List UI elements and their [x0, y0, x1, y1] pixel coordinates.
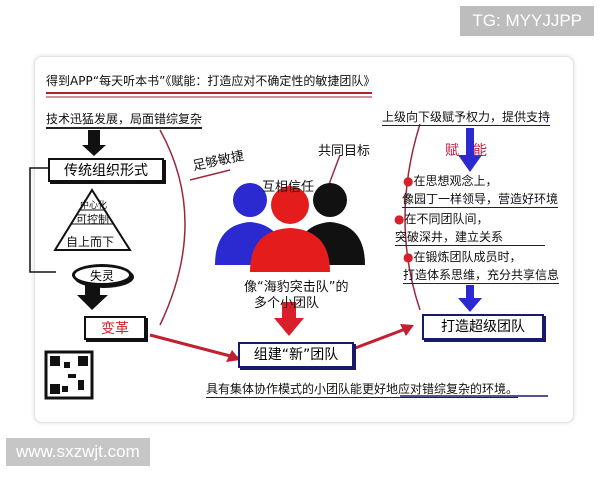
point-1-line1: ●在思想观念上， [403, 174, 498, 188]
qr-code-icon [44, 350, 94, 400]
trait-goal: 共同目标 [318, 144, 371, 159]
caption-line2: 多个小团队 [254, 296, 320, 311]
people-icon [215, 183, 365, 272]
conclusion: 具有集体协作模式的小团队能更好地应对错综复杂的环境。 [206, 382, 519, 398]
empower-label: 赋 能 [445, 143, 487, 159]
trait-trust: 互相信任 [262, 180, 315, 195]
pyramid-bottom: 自上而下 [66, 235, 115, 249]
pyramid-top: 中心化 [80, 201, 108, 211]
watermark-top: TG: MYYJJPP [460, 6, 594, 36]
watermark-bottom: www.sxzwjt.com [6, 438, 150, 466]
right-heading: 上级向下级赋予权力，提供支持 [382, 110, 551, 126]
point-2-line1: ●在不同团队间， [394, 212, 489, 226]
fail-badge: 失灵 [72, 264, 132, 286]
traditional-box: 传统组织形式 [48, 158, 164, 182]
pyramid-middle: 可控制 [76, 213, 109, 226]
point-3-line1: ●在锻炼团队成员时， [403, 250, 522, 264]
build-team-box: 组建“新”团队 [238, 342, 354, 368]
left-heading: 技术迅猛发展，局面错综复杂 [46, 110, 203, 129]
point-3-line2: 打造体系思维，充分共享信息 [403, 268, 560, 284]
title: 得到APP“每天听本书”《赋能：打造应对不确定性的敏捷团队》 [46, 74, 376, 88]
reform-box: 变革 [84, 316, 146, 340]
caption-line1: 像“海豹突击队”的 [244, 280, 349, 295]
point-1-line2: 像园丁一样领导，营造好环境 [402, 192, 559, 208]
super-team-box: 打造超级团队 [422, 314, 544, 340]
point-2-line2: 突破深井，建立关系 [395, 228, 545, 246]
